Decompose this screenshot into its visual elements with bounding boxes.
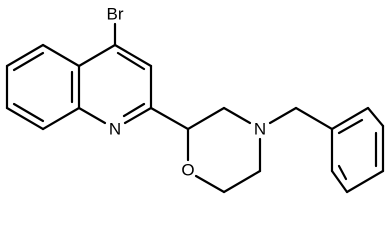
- morpholine-nitrogen-label: N: [254, 120, 266, 139]
- bond: [330, 169, 349, 194]
- morpholine-ring: [186, 106, 262, 194]
- bond: [123, 106, 153, 125]
- bond: [222, 106, 252, 125]
- double-bond-inner: [337, 164, 348, 181]
- bond: [113, 43, 153, 68]
- bond: [77, 43, 117, 68]
- bond: [268, 106, 298, 125]
- bond: [5, 106, 45, 131]
- bond: [345, 169, 385, 194]
- bond: [294, 106, 334, 131]
- double-bond-inner: [12, 51, 45, 72]
- bond: [5, 43, 45, 68]
- bond: [41, 43, 81, 68]
- bond: [194, 174, 226, 194]
- chemical-structure: Br N O N: [5, 5, 385, 194]
- pyridine-ring: [77, 43, 153, 125]
- bond: [149, 106, 190, 131]
- bond: [41, 106, 81, 131]
- bond: [330, 106, 370, 131]
- double-bond-inner: [122, 102, 146, 118]
- double-bond-inner: [116, 51, 146, 71]
- morpholine-oxygen-label: O: [181, 161, 194, 180]
- phenyl-ring: [330, 106, 385, 194]
- bond: [366, 106, 385, 128]
- quinoline-nitrogen-label: N: [109, 120, 121, 139]
- bond: [77, 106, 107, 125]
- double-bond-inner: [337, 118, 364, 135]
- double-bond-inner: [12, 102, 45, 123]
- bromine-label: Br: [107, 5, 124, 24]
- benzo-ring: [5, 43, 81, 131]
- bond: [222, 169, 262, 194]
- bond: [186, 106, 226, 131]
